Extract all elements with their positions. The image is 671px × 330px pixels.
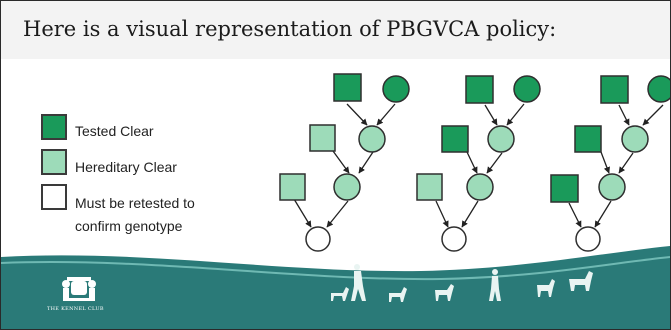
tested-clear-sire-node xyxy=(441,125,469,153)
tested-clear-dam-node xyxy=(647,75,670,103)
legend-label-tested-clear: Tested Clear xyxy=(75,123,154,139)
hereditary-clear-dam-node xyxy=(466,173,494,201)
pedigree-tree-1 xyxy=(293,103,396,228)
kennel-club-crest-icon xyxy=(62,277,96,301)
hereditary-clear-dam-node xyxy=(598,173,626,201)
title-band: Here is a visual representation of PBGVC… xyxy=(1,1,670,59)
hereditary-clear-sire-node xyxy=(416,173,443,201)
must-retest-offspring-node xyxy=(575,226,601,252)
hereditary-clear-sire-node xyxy=(309,124,336,152)
hereditary-clear-dam-node xyxy=(487,125,515,153)
page-title: Here is a visual representation of PBGVC… xyxy=(23,17,557,41)
brand-name: THE KENNEL CLUB xyxy=(47,306,104,312)
must-retest-swatch-icon xyxy=(41,184,67,210)
tested-clear-dam-node xyxy=(513,75,541,103)
tested-clear-swatch-icon xyxy=(41,114,67,140)
tested-clear-sire-node xyxy=(574,125,602,153)
must-retest-offspring-node xyxy=(441,226,467,252)
tested-clear-sire-node xyxy=(600,75,629,104)
footer-band-highlight xyxy=(1,256,670,281)
pedigree-tree-1-nodes xyxy=(279,73,410,252)
hereditary-clear-dam-node xyxy=(333,173,361,201)
tested-clear-sire-node xyxy=(333,73,362,102)
pedigree-tree-3-nodes xyxy=(550,75,670,252)
legend-label-hereditary-clear: Hereditary Clear xyxy=(75,159,177,175)
footer-band xyxy=(1,246,670,329)
pedigree-tree-2 xyxy=(435,103,525,228)
legend-label-must-retest-line2: confirm genotype xyxy=(75,218,183,234)
tested-clear-sire-node xyxy=(550,174,579,203)
legend-label-must-retest-line1: Must be retested to xyxy=(75,195,195,211)
people-and-dogs-silhouettes-icon xyxy=(331,264,593,302)
pedigree-tree-3 xyxy=(568,104,664,228)
hereditary-clear-swatch-icon xyxy=(41,149,67,175)
tested-clear-sire-node xyxy=(465,75,494,104)
hereditary-clear-sire-node xyxy=(279,173,306,201)
pedigree-tree-2-nodes xyxy=(416,75,541,252)
hereditary-clear-dam-node xyxy=(358,125,386,153)
must-retest-offspring-node xyxy=(305,226,331,252)
tested-clear-dam-node xyxy=(382,75,410,103)
hereditary-clear-dam-node xyxy=(621,125,649,153)
